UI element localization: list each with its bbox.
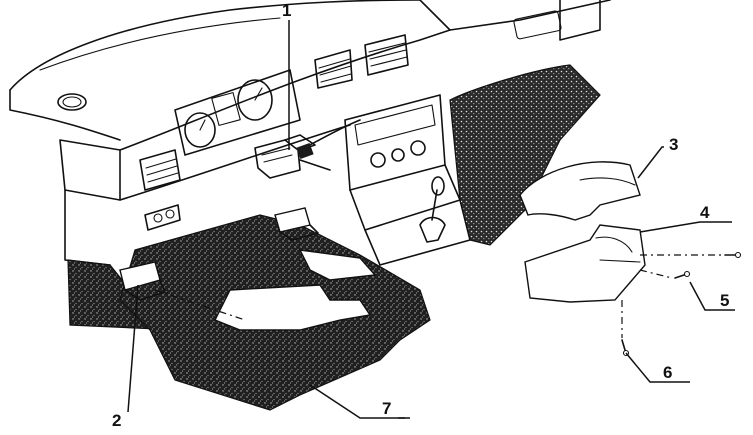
- assembly-line-5: [639, 269, 673, 279]
- callout-1: 1: [282, 1, 291, 20]
- screw-5: [674, 270, 691, 279]
- callout-3: 3: [669, 135, 678, 154]
- mat-clip-center: [274, 207, 319, 241]
- assembly-line-2: [154, 289, 246, 321]
- callout-2: 2: [112, 411, 121, 430]
- headlight-switch: [144, 204, 181, 231]
- leader-line-7: [309, 384, 405, 419]
- air-vent-right: [364, 34, 409, 76]
- center-console: [344, 94, 471, 266]
- leader-line-2: [127, 284, 139, 413]
- screw-4: [724, 251, 742, 259]
- steering-column-cover-lower: [524, 224, 646, 303]
- callout-4: 4: [700, 203, 710, 222]
- steering-column-cover-upper: [519, 161, 641, 221]
- instrument-cluster: [174, 69, 301, 156]
- leader-line-4: [639, 221, 732, 233]
- air-vent-center: [314, 49, 353, 89]
- callout-5: 5: [720, 291, 729, 310]
- leader-line-3: [637, 146, 664, 179]
- footwell-right: [449, 64, 601, 246]
- air-vent-left: [139, 149, 181, 191]
- mat-clip-left: [119, 261, 166, 301]
- leader-line-6: [625, 352, 690, 383]
- floor-mat: [119, 214, 431, 411]
- dashboard-body: [9, 0, 611, 266]
- ignition-switch: [254, 119, 361, 179]
- leader-line-5: [689, 281, 735, 311]
- callout-7: 7: [382, 399, 391, 418]
- screw-6: [621, 339, 630, 357]
- callout-6: 6: [663, 363, 672, 382]
